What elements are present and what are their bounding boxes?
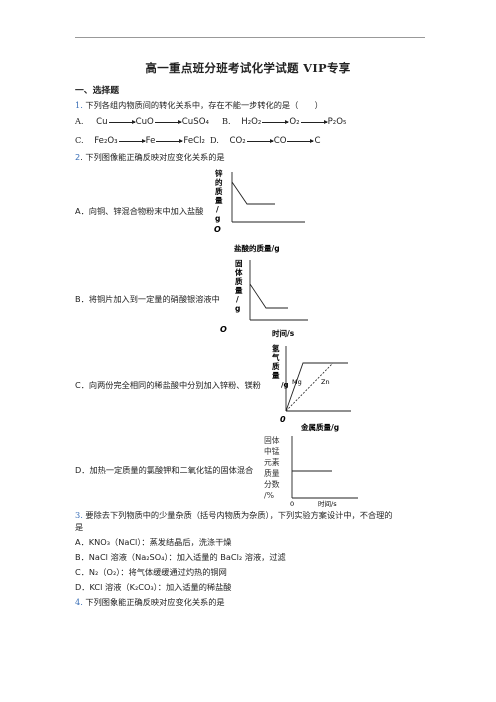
- q1-stem-text: 下列各组内物质间的转化关系中，存在不能一步转化的是（ ）: [85, 100, 323, 110]
- graph-c-ylabel-3: 质: [272, 361, 280, 371]
- graph-c-series2-label: Zn: [321, 378, 330, 386]
- graph-c-ylabel: 氢 气 质 量 /g: [271, 343, 289, 389]
- q1-b-label: B.: [222, 116, 231, 126]
- q1-b-chem-2: O₂: [289, 117, 300, 127]
- graph-c-series-zn: [285, 362, 334, 412]
- q1-c-chem-1: Fe₂O₃: [94, 136, 118, 146]
- graph-b: 固 体 质 量 / g O 时间/s: [220, 259, 308, 338]
- q3-number: 3.: [75, 510, 83, 520]
- graph-a-ylabel-3: 质: [215, 186, 223, 196]
- graph-a-origin: O: [214, 225, 221, 234]
- q4-stem: 4. 下列图象能正确反映对应变化关系的是: [75, 597, 225, 608]
- q1-d-chem-2: CO: [273, 136, 287, 146]
- graph-a: 锌 的 质 量 / g O 盐酸的质量/g: [214, 168, 305, 253]
- page-title: 高一重点班分班考试化学试题 VIP专享: [145, 61, 351, 75]
- section-heading: 一、选择题: [75, 86, 119, 96]
- q2-option-a-text: A．向铜、锌混合物粉末中加入盐酸: [75, 206, 204, 216]
- q2-number: 2: [75, 152, 81, 162]
- arrow-icon: [300, 119, 328, 124]
- q1-d-label: D.: [210, 135, 219, 145]
- q1-b-chem-1: H₂O₂: [241, 117, 262, 127]
- graph-c-xlabel: 金属质量/g: [300, 422, 339, 432]
- arrow-icon: [156, 138, 184, 143]
- graph-d-xlabel: 时间/s: [318, 499, 337, 508]
- graph-a-xlabel: 盐酸的质量/g: [234, 243, 280, 253]
- arrow-icon: [262, 119, 290, 124]
- graph-b-ylabel: 固 体 质 量 / g: [235, 259, 243, 313]
- q1-a-chem-3: CuSO₄: [181, 117, 209, 127]
- q1-option-b: B. H₂O₂ O₂ P₂O₅: [222, 116, 346, 128]
- q1-stem: 1. 下列各组内物质间的转化关系中，存在不能一步转化的是（ ）: [75, 100, 323, 111]
- arrow-icon: [246, 138, 274, 143]
- graph-b-origin: O: [220, 325, 227, 334]
- q1-c-label: C.: [75, 135, 84, 145]
- q4-stem-text: 下列图象能正确反映对应变化关系的是: [85, 597, 225, 607]
- graph-a-curve: [231, 181, 275, 205]
- q4-number: 4.: [75, 597, 83, 607]
- q3-stem-line2: 是: [75, 522, 84, 532]
- q2-option-d-text: D．加热一定质量的氯酸钾和二氧化锰的固体混合: [75, 465, 254, 475]
- graph-b-ylabel-2: 体: [235, 267, 243, 277]
- graph-a-ylabel: 锌 的 质 量 / g: [215, 168, 223, 223]
- q3-option-d: D．KCl 溶液（K₂CO₃）：加入适量的稀盐酸: [75, 582, 232, 592]
- q3-stem-text: 要除去下列物质中的少量杂质（括号内物质为杂质），下列实验方案设计中，不合理的: [85, 510, 393, 520]
- q1-a-label: A.: [75, 116, 84, 126]
- graph-d-ylabel: 固体 中锰 元素 质量 分数 /%: [264, 435, 280, 500]
- graph-b-ylabel-3: 质: [235, 276, 243, 286]
- q1-a-chem-1: Cu: [96, 117, 108, 127]
- arrow-icon: [287, 138, 315, 143]
- graph-b-curve: [249, 283, 288, 309]
- graph-c-series1-label: Mg: [292, 378, 302, 386]
- graph-d-origin: 0: [290, 500, 294, 508]
- graph-c-ylabel-5: /g: [281, 381, 289, 389]
- graph-d-ylabel-2: 中锰: [264, 446, 280, 456]
- q1-option-a: A. Cu CuO CuSO₄: [75, 116, 209, 128]
- q1-option-d: D. CO₂ CO C: [210, 135, 320, 147]
- graph-d-ylabel-6: /%: [264, 491, 274, 500]
- q1-d-chem-1: CO₂: [229, 136, 246, 146]
- graph-b-ylabel-5: /: [236, 295, 239, 304]
- graph-b-ylabel-6: g: [235, 304, 240, 313]
- graph-b-ylabel-1: 固: [235, 259, 243, 268]
- graph-c-ylabel-4: 量: [272, 370, 280, 380]
- arrow-icon: [118, 138, 146, 143]
- graph-a-ylabel-6: g: [215, 214, 220, 223]
- q2-stem-text: . 下列图像能正确反映对应变化关系的是: [80, 152, 225, 162]
- q1-number: 1.: [75, 100, 83, 110]
- graph-d-ylabel-1: 固体: [264, 435, 280, 445]
- graph-d-ylabel-3: 元素: [264, 457, 280, 467]
- graph-a-ylabel-4: 量: [215, 195, 223, 205]
- graph-c: 氢 气 质 量 /g Mg Zn 0 金属质量/g: [271, 343, 351, 432]
- q2-stem: 2. 下列图像能正确反映对应变化关系的是: [75, 152, 225, 163]
- graph-b-ylabel-4: 量: [235, 285, 243, 295]
- q3-option-a: A．KNO₃（NaCl）：蒸发结晶后，洗涤干燥: [75, 537, 232, 547]
- graph-a-ylabel-5: /: [216, 205, 219, 214]
- graph-c-ylabel-2: 气: [271, 352, 280, 362]
- graph-c-series-mg: [285, 362, 348, 412]
- graph-d: 固体 中锰 元素 质量 分数 /% 0 时间/s: [264, 435, 358, 508]
- q1-b-chem-3: P₂O₅: [327, 117, 347, 127]
- graph-c-ylabel-1: 氢: [272, 343, 280, 353]
- q1-d-chem-3: C: [314, 136, 321, 146]
- graph-d-ylabel-5: 分数: [264, 479, 280, 489]
- q1-c-chem-3: FeCl₂: [183, 136, 205, 146]
- q3-stem: 3. 要除去下列物质中的少量杂质（括号内物质为杂质），下列实验方案设计中，不合理…: [75, 510, 392, 521]
- arrow-icon: [108, 119, 136, 124]
- q2-option-b-text: B．将铜片加入到一定量的硝酸银溶液中: [75, 294, 220, 304]
- graph-d-ylabel-4: 质量: [264, 468, 280, 478]
- q3-option-c: C．N₂（O₂）：将气体缓缓通过灼热的铜网: [75, 567, 227, 577]
- graph-b-xlabel: 时间/s: [272, 328, 295, 338]
- q3-option-b: B．NaCl 溶液（Na₂SO₄）：加入适量的 BaCl₂ 溶液，过滤: [75, 552, 286, 562]
- q1-option-c: C. Fe₂O₃ Fe FeCl₂: [75, 135, 205, 147]
- graph-c-origin: 0: [280, 415, 286, 424]
- header-rule: [75, 37, 425, 38]
- q1-a-chem-2: CuO: [135, 117, 154, 127]
- graph-a-ylabel-1: 锌: [215, 168, 223, 178]
- graph-a-ylabel-2: 的: [215, 177, 223, 187]
- q1-c-chem-2: Fe: [145, 136, 156, 146]
- arrow-icon: [154, 119, 182, 124]
- q2-option-c-text: C．向两份完全相同的稀盐酸中分别加入锌粉、镁粉: [75, 380, 261, 390]
